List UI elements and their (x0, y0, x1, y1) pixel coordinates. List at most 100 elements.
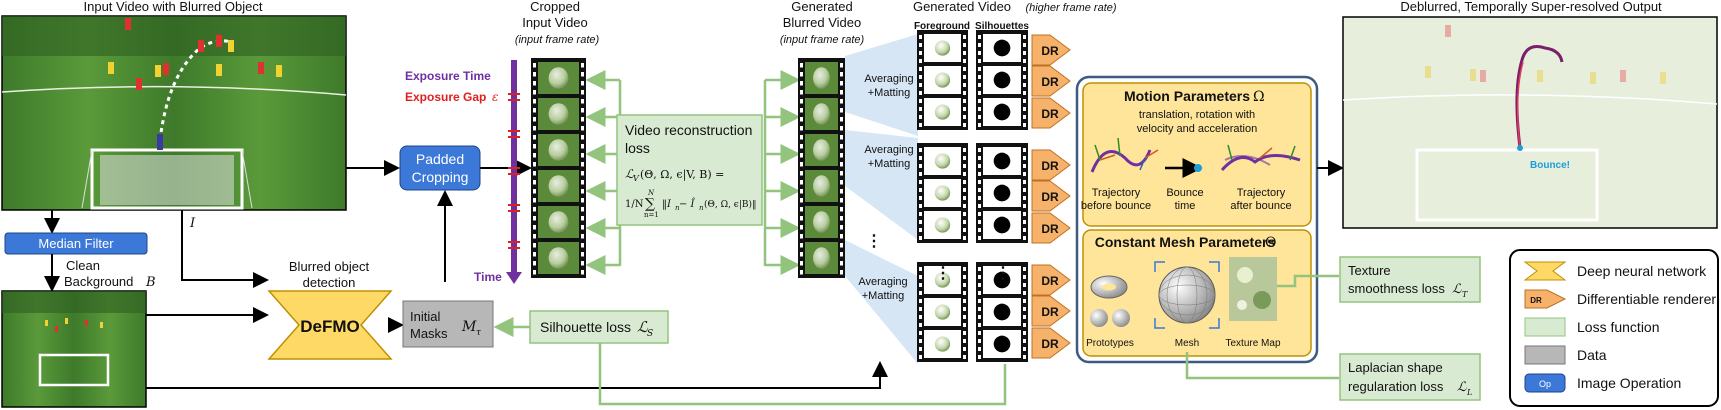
formula-fraction: 1/N (625, 199, 644, 210)
film-frame (978, 266, 1026, 295)
legend-dnn-icon (1523, 261, 1567, 281)
motion-desc-1: translation, rotation with (1139, 109, 1255, 121)
formula-norm-close: (Θ, Ω, ϵ|B)‖ (704, 199, 757, 210)
film-frame (978, 147, 1026, 176)
formula-sum: ∑ (645, 196, 655, 212)
after-line2: after bounce (1230, 200, 1291, 212)
film-frame (919, 330, 966, 359)
dots-foreground: ⋮ (935, 265, 951, 282)
dr-label: DR (1041, 222, 1059, 236)
padded-cropping-line2: Cropping (412, 169, 469, 185)
dr-block: DR (1031, 65, 1071, 97)
film-frame (919, 66, 966, 95)
film-frame (800, 170, 843, 203)
initial-masks-sub: τ (476, 328, 482, 338)
prototypes-label: Prototypes (1086, 338, 1134, 349)
averaging-2-line2: +Matting (868, 158, 911, 170)
input-video-frame (1, 15, 347, 211)
film-frame (533, 170, 584, 203)
dr-block: DR (1031, 97, 1071, 129)
exposure-gap-label: Exposure Gap (405, 90, 486, 104)
cropped-filmstrip (531, 58, 586, 278)
formula-sum-top: N (647, 189, 655, 197)
background-symbol: B (145, 275, 156, 290)
formula-sub-n1: n (675, 204, 680, 212)
film-frame (919, 98, 966, 127)
dr-block: DR (1031, 149, 1071, 181)
formula-norm-open: ‖I (662, 199, 672, 210)
dr-block: DR (1031, 327, 1071, 359)
motion-symbol: Ω (1253, 89, 1265, 105)
filmstrip-frame (798, 58, 845, 278)
texture-loss-line2: smoothness loss (1348, 281, 1445, 296)
after-line1: Trajectory (1237, 187, 1286, 199)
film-frame (978, 66, 1026, 95)
silhouette-filmstrip (976, 30, 1028, 362)
output-title: Deblurred, Temporally Super-resolved Out… (1400, 0, 1662, 14)
time-axis-label: Time (474, 270, 502, 284)
initial-masks-box (402, 300, 494, 348)
film-frame (978, 211, 1026, 240)
film-frame (978, 330, 1026, 359)
legend-loss-icon (1524, 317, 1566, 337)
motion-title: Motion Parameters (1124, 88, 1250, 104)
dr-label: DR (1041, 337, 1059, 351)
laplacian-loss-line1: Laplacian shape (1348, 360, 1443, 375)
film-frame (800, 62, 843, 95)
dr-label: DR (1041, 44, 1059, 58)
prototype-shapes (1090, 275, 1130, 327)
differentiable-renderers: DR DR DR DR DR DR DR DR DR (1031, 34, 1071, 359)
film-frame (919, 211, 966, 240)
film-frame (919, 179, 966, 208)
video-reconstruction-loss-box (616, 114, 763, 226)
cropped-line3: (input frame rate) (515, 34, 600, 46)
silhouette-loss-sub: S (647, 329, 653, 339)
film-frame (533, 62, 584, 95)
formula-sub-n2: n (699, 204, 704, 212)
dr-label: DR (1041, 190, 1059, 204)
output-frame (1342, 16, 1718, 229)
dr-label: DR (1041, 305, 1059, 319)
dr-block: DR (1031, 295, 1071, 327)
dr-label: DR (1041, 274, 1059, 288)
texture-map-label: Texture Map (1225, 338, 1280, 349)
film-frame (978, 179, 1026, 208)
film-frame (533, 206, 584, 239)
clean-background-frame (1, 290, 147, 408)
film-frame (978, 98, 1026, 127)
averaging-2-line1: Averaging (864, 144, 913, 156)
clean-label-1: Clean (66, 258, 100, 273)
dr-label: DR (1041, 75, 1059, 89)
foreground-filmstrip (917, 30, 968, 362)
legend-dr-label: Differentiable renderer (1577, 291, 1716, 307)
cropped-line1: Cropped (530, 0, 580, 14)
formula-sub-v: V (633, 174, 640, 183)
dr-block: DR (1031, 264, 1071, 296)
legend-op-label: Image Operation (1577, 375, 1681, 391)
laplacian-loss-box (1339, 353, 1481, 401)
averaging-fans (845, 34, 918, 364)
silhouettes-column-label: Silhouettes (975, 21, 1029, 32)
legend-data-label: Data (1577, 347, 1607, 363)
silhouette-loss-label: Silhouette loss (540, 319, 631, 335)
trajectory-after (1220, 144, 1301, 172)
legend-dr-badge: DR (1530, 296, 1542, 305)
film-frame (800, 206, 843, 239)
generated-blurred-line2: Blurred Video (783, 15, 862, 30)
time-axis (506, 60, 522, 284)
legend-box (1509, 249, 1719, 407)
formula-script-l: ℒ (625, 167, 634, 181)
input-symbol: I (189, 216, 196, 231)
dots-silhouettes: ⋮ (995, 265, 1011, 282)
reconstruction-formula: ℒ V (Θ, Ω, ϵ|V, B) = 1/N ∑ N n=1 ‖I n − … (625, 167, 757, 219)
laplacian-loss-symbol: ℒ (1457, 380, 1467, 395)
film-frame (800, 98, 843, 131)
generated-video-title: Generated Video (913, 0, 1011, 14)
input-video-title: Input Video with Blurred Object (84, 0, 263, 14)
defmo-network (267, 290, 393, 360)
legend-data-icon (1524, 345, 1566, 365)
exposure-time-label: Exposure Time (405, 69, 491, 83)
film-frame (533, 98, 584, 131)
film-frame (919, 147, 966, 176)
averaging-1-line2: +Matting (868, 87, 911, 99)
